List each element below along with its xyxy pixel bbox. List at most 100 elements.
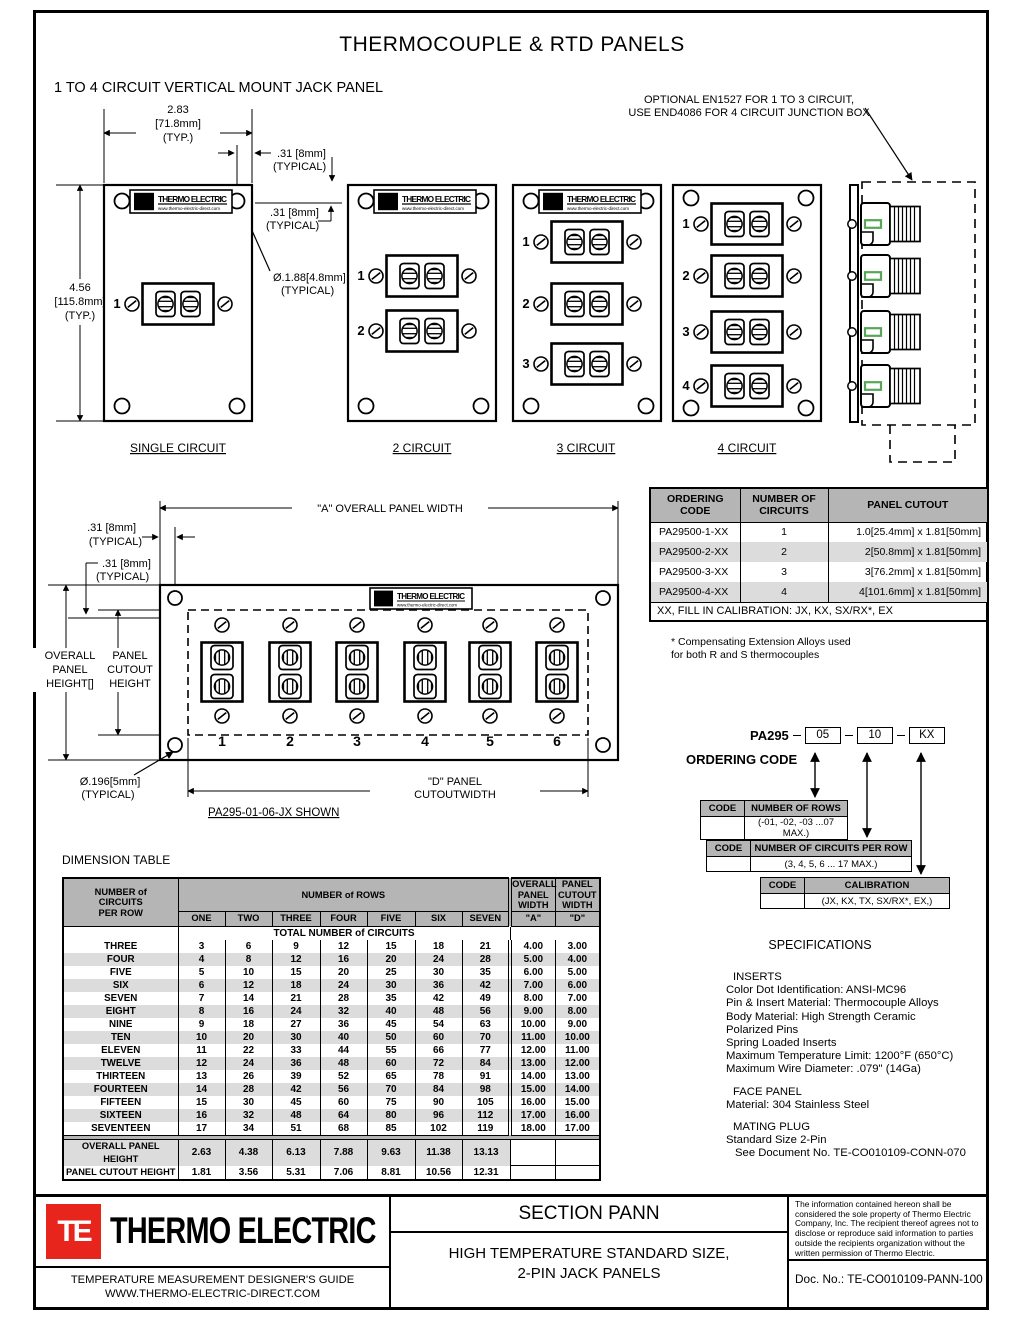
spec-line: Maximum Wire Diameter: .079" (14Ga) <box>726 1063 921 1076</box>
circuit-number: 5 <box>486 733 494 749</box>
dim-margin-b: .31 [8mm] <box>270 207 319 219</box>
circuit-number: 1 <box>113 296 120 311</box>
table-row: TEN 10 20 30 40 50 60 70 11.00 10.00 <box>62 1030 601 1044</box>
circuit-number: 2 <box>357 323 364 338</box>
circuit-number: 2 <box>682 268 689 283</box>
page-title: THERMOCOUPLE & RTD PANELS <box>339 33 685 56</box>
overall-height-label: PANEL <box>52 664 87 676</box>
dimension-table-body: THREE 3 6 9 12 15 18 21 4.00 3.00 FOUR 4… <box>62 939 601 1135</box>
table-row: THREE 3 6 9 12 15 18 21 4.00 3.00 <box>62 939 601 953</box>
table-row: FOURTEEN 14 28 42 56 70 84 98 15.00 14.0… <box>62 1082 601 1096</box>
title-block-legal-column: The information contained hereon shall b… <box>789 1197 986 1307</box>
cutout-height-label: HEIGHT <box>109 678 151 690</box>
cutout-height-label: CUTOUT <box>107 664 153 676</box>
column-header: NUMBER OF CIRCUITS <box>739 488 829 523</box>
company-name: THERMO ELECTRIC <box>110 1210 376 1251</box>
code-prefix: PA295 <box>750 728 789 743</box>
dim-margin-b-typ: (TYPICAL) <box>266 220 319 232</box>
circuit-number: 3 <box>522 356 529 371</box>
spec-line: Maximum Temperature Limit: 1200°F (650°C… <box>726 1050 954 1063</box>
cutout-height-row: PANEL CUTOUT HEIGHT 1.81 3.56 5.31 7.06 … <box>62 1165 601 1180</box>
dimension-table: NUMBER of CIRCUITS PER ROW NUMBER of ROW… <box>62 877 602 1181</box>
dim-cutout-width: "D" PANEL <box>428 776 482 788</box>
circuit-number: 1 <box>357 268 364 283</box>
column-header: ORDERING CODE <box>649 488 741 523</box>
spec-line: Spring Loaded Inserts <box>726 1037 837 1050</box>
cutout-width-header: PANEL CUTOUT WIDTH <box>554 877 601 912</box>
optional-junction-box-note: OPTIONAL EN1527 FOR 1 TO 3 CIRCUIT, USE … <box>618 94 880 120</box>
dim-hole: Ø.196[5mm] <box>80 776 141 788</box>
panel-single-circuit: 1 <box>102 183 254 423</box>
table-divider <box>62 1134 601 1140</box>
circuit-number: 2 <box>522 296 529 311</box>
spec-line: See Document No. TE-CO010109-CONN-070 <box>735 1147 966 1160</box>
column-header: TWO <box>224 910 273 927</box>
table-row: PA29500-2-XX 2 2[50.8mm] x 1.81[50mm] <box>649 542 989 562</box>
table-row: SEVENTEEN 17 34 51 68 85 102 119 18.00 1… <box>62 1121 601 1135</box>
code-segment-calibration: KX <box>908 727 945 744</box>
spec-line: Pin & Insert Material: Thermocouple Allo… <box>726 997 939 1010</box>
dim-margin-a: .31 [8mm] <box>277 148 326 160</box>
company-logo: TE THERMO ELECTRIC <box>36 1197 389 1268</box>
code-dash <box>792 735 801 736</box>
dim-margin-b: .31 [8mm] <box>102 558 151 570</box>
dim-hole-typ: (TYPICAL) <box>81 789 134 801</box>
table-row: FIFTEEN 15 30 45 60 75 90 105 16.00 15.0… <box>62 1095 601 1109</box>
dim-height: 4.56 <box>69 282 90 294</box>
spec-line: Material: 304 Stainless Steel <box>726 1098 870 1111</box>
extension-alloy-note: * Compensating Extension Alloys used for… <box>671 636 851 661</box>
specifications-title: SPECIFICATIONS <box>768 938 872 952</box>
note-leader-line <box>864 107 913 181</box>
table-row: SEVEN 7 14 21 28 35 42 49 8.00 7.00 <box>62 991 601 1005</box>
spec-line: Color Dot Identification: ANSI-MC96 <box>726 984 907 997</box>
ordering-code-label: ORDERING CODE <box>686 752 798 767</box>
table-row: TWELVE 12 24 36 48 60 72 84 13.00 12.00 <box>62 1056 601 1070</box>
spec-line: Polarized Pins <box>726 1023 799 1036</box>
dim-width-mm: [71.8mm] <box>155 118 201 130</box>
code-dash <box>844 735 853 736</box>
dim-margin-a: .31 [8mm] <box>87 522 136 534</box>
dimension-table-title: DIMENSION TABLE <box>62 853 171 867</box>
code-arrows <box>810 752 926 875</box>
table-row: PA29500-1-XX 1 1.0[25.4mm] x 1.81[50mm] <box>649 522 989 542</box>
specifications: INSERTS Color Dot Identification: ANSI-M… <box>726 971 1006 1161</box>
jack-panel-drawings: TE THERMO ELECTRIC www.thermo-electric-d… <box>44 101 976 463</box>
spec-section-heading: MATING PLUG <box>733 1121 810 1134</box>
overall-width-header: OVERALL PANEL WIDTH <box>508 877 557 912</box>
code-segment-circuits: 10 <box>856 727 893 744</box>
dim-margin-a-typ: (TYPICAL) <box>273 161 326 173</box>
corner-header: NUMBER of CIRCUITS PER ROW <box>62 877 179 927</box>
title-block-title-column: SECTION PANN HIGH TEMPERATURE STANDARD S… <box>391 1197 789 1307</box>
dim-hole: Ø.1.88[4.8mm] <box>273 272 346 284</box>
dim-height-typ: (TYP.) <box>65 310 95 322</box>
dim-margin-a-typ: (TYPICAL) <box>89 536 142 548</box>
spec-line: Body Material: High Strength Ceramic <box>726 1010 916 1023</box>
overall-height-label: OVERALL <box>45 650 96 662</box>
section-label: SECTION PANN <box>391 1197 787 1233</box>
column-header: SIX <box>414 910 463 927</box>
spec-section-heading: INSERTS <box>733 971 782 983</box>
circuit-number: 4 <box>421 733 429 749</box>
overall-height-row: OVERALL PANEL HEIGHT 2.63 4.38 6.13 7.88… <box>62 1139 601 1166</box>
dim-overall-width: "A" OVERALL PANEL WIDTH <box>317 503 463 515</box>
table-row: SIX 6 12 18 24 30 36 42 7.00 6.00 <box>62 978 601 992</box>
six-circuit-panel: 1 2 3 4 5 6 <box>158 583 620 762</box>
code-segment-rows: 05 <box>804 727 841 744</box>
circuit-number: 3 <box>682 324 689 339</box>
table-row: SIXTEEN 16 32 48 64 80 96 112 17.00 16.0… <box>62 1108 601 1122</box>
table-row: ELEVEN 11 22 33 44 55 66 77 12.00 11.00 <box>62 1043 601 1057</box>
ordering-code-breakdown: PA295 05 10 KX <box>750 727 945 744</box>
column-header: PANEL CUTOUT <box>827 488 989 523</box>
column-header: SEVEN <box>461 910 511 927</box>
caption-4-circuit: 4 CIRCUIT <box>718 441 777 455</box>
legal-notice: The information contained hereon shall b… <box>789 1197 986 1261</box>
section-subtitle: 1 TO 4 CIRCUIT VERTICAL MOUNT JACK PANEL <box>54 80 384 96</box>
table-row: NINE 9 18 27 36 45 54 63 10.00 9.00 <box>62 1017 601 1031</box>
circuit-number: 1 <box>522 234 529 249</box>
code-dash <box>896 735 905 736</box>
circuit-number: 6 <box>553 733 561 749</box>
dim-hole-typ: (TYPICAL) <box>281 285 334 297</box>
circuit-number: 4 <box>682 378 690 393</box>
